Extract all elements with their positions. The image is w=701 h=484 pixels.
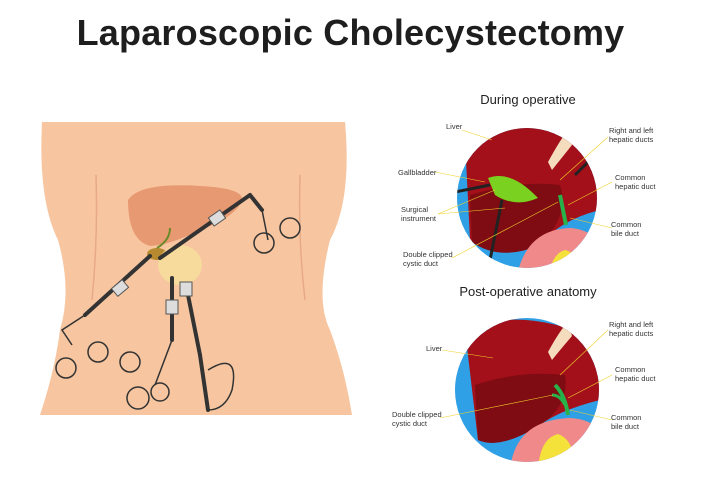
during-label-surgical-instrument-2: instrument (401, 214, 437, 223)
page-title: Laparoscopic Cholecystectomy (76, 12, 625, 53)
post-heading: Post-operative anatomy (459, 284, 597, 299)
post-operative-view (455, 318, 599, 462)
during-label-hepatic-ducts: Right and left (609, 126, 654, 135)
during-label-gallbladder: Gallbladder (398, 168, 437, 177)
during-label-common-bile-2: bile duct (611, 229, 640, 238)
post-label-liver: Liver (426, 344, 443, 353)
post-label-hepatic-ducts: Right and left (609, 320, 654, 329)
during-label-cystic-duct: cystic duct (403, 259, 439, 268)
post-label-double-clipped: Double clipped (392, 410, 442, 419)
during-label-liver: Liver (446, 122, 463, 131)
during-leader-lines (434, 129, 613, 259)
during-label-common-bile: Common (611, 220, 641, 229)
post-label-common-bile-2: bile duct (611, 422, 640, 431)
during-label-surgical-instrument: Surgical (401, 205, 428, 214)
during-operative-view (457, 128, 597, 268)
post-label-cystic-duct: cystic duct (392, 419, 428, 428)
during-label-hepatic-ducts-2: hepatic ducts (609, 135, 653, 144)
post-label-common-hepatic: Common (615, 365, 645, 374)
during-label-common-hepatic-2: hepatic duct (615, 182, 656, 191)
post-label-hepatic-ducts-2: hepatic ducts (609, 329, 653, 338)
post-label-common-bile: Common (611, 413, 641, 422)
during-heading: During operative (480, 92, 575, 107)
during-label-double-clipped: Double clipped (403, 250, 453, 259)
during-label-common-hepatic: Common (615, 173, 645, 182)
torso-illustration (40, 122, 352, 415)
stomach-highlight (158, 245, 202, 285)
post-leader-lines (439, 329, 613, 421)
post-label-common-hepatic-2: hepatic duct (615, 374, 656, 383)
liver-shape (128, 185, 242, 246)
